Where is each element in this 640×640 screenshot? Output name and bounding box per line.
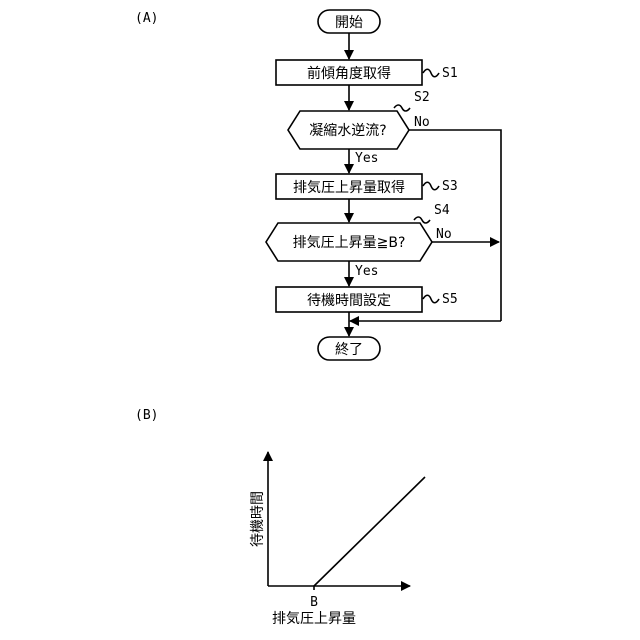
end-label: 終了 <box>335 342 363 358</box>
end-terminal: 終了 <box>318 337 380 360</box>
decision-s2-id: S2 <box>414 90 430 105</box>
step-s5: 待機時間設定 S5 <box>276 287 458 312</box>
x-axis-label: 排気圧上昇量 <box>272 611 356 627</box>
panel-a-label: (A) <box>135 11 158 26</box>
panel-b-label: (B) <box>135 408 158 423</box>
step-s3-text: 排気圧上昇量取得 <box>293 179 405 196</box>
start-label: 開始 <box>335 15 363 31</box>
decision-s2-no-label: No <box>414 115 430 130</box>
chart: B 排気圧上昇量 待機時間 <box>250 452 425 627</box>
flowchart: 開始 前傾角度取得 S1 凝縮水逆流? S2 No Yes 排 <box>266 10 501 360</box>
step-s5-id: S5 <box>442 292 458 307</box>
step-s5-text: 待機時間設定 <box>307 293 391 309</box>
decision-s2-text: 凝縮水逆流? <box>309 123 386 139</box>
decision-s4-text: 排気圧上昇量≧B? <box>293 235 406 251</box>
decision-s4-yes-label: Yes <box>355 264 378 279</box>
series-line <box>314 477 425 586</box>
decision-s2: 凝縮水逆流? S2 No Yes <box>288 90 430 166</box>
step-s5-leader <box>423 295 439 303</box>
decision-s4-leader <box>414 217 430 223</box>
step-s3-id: S3 <box>442 179 458 194</box>
y-axis-label: 待機時間 <box>250 491 266 547</box>
step-s3-leader <box>423 182 439 190</box>
decision-s4-no-label: No <box>436 227 452 242</box>
decision-s4: 排気圧上昇量≧B? S4 No Yes <box>266 203 452 279</box>
step-s1-text: 前傾角度取得 <box>307 65 391 82</box>
decision-s2-leader <box>394 105 410 111</box>
step-s3: 排気圧上昇量取得 S3 <box>276 174 458 199</box>
decision-s4-id: S4 <box>434 203 450 218</box>
decision-s2-yes-label: Yes <box>355 151 378 166</box>
step-s1: 前傾角度取得 S1 <box>276 60 458 85</box>
step-s1-id: S1 <box>442 66 458 81</box>
step-s1-leader <box>423 69 439 77</box>
x-tick-label-b: B <box>310 595 318 610</box>
start-terminal: 開始 <box>318 10 380 33</box>
